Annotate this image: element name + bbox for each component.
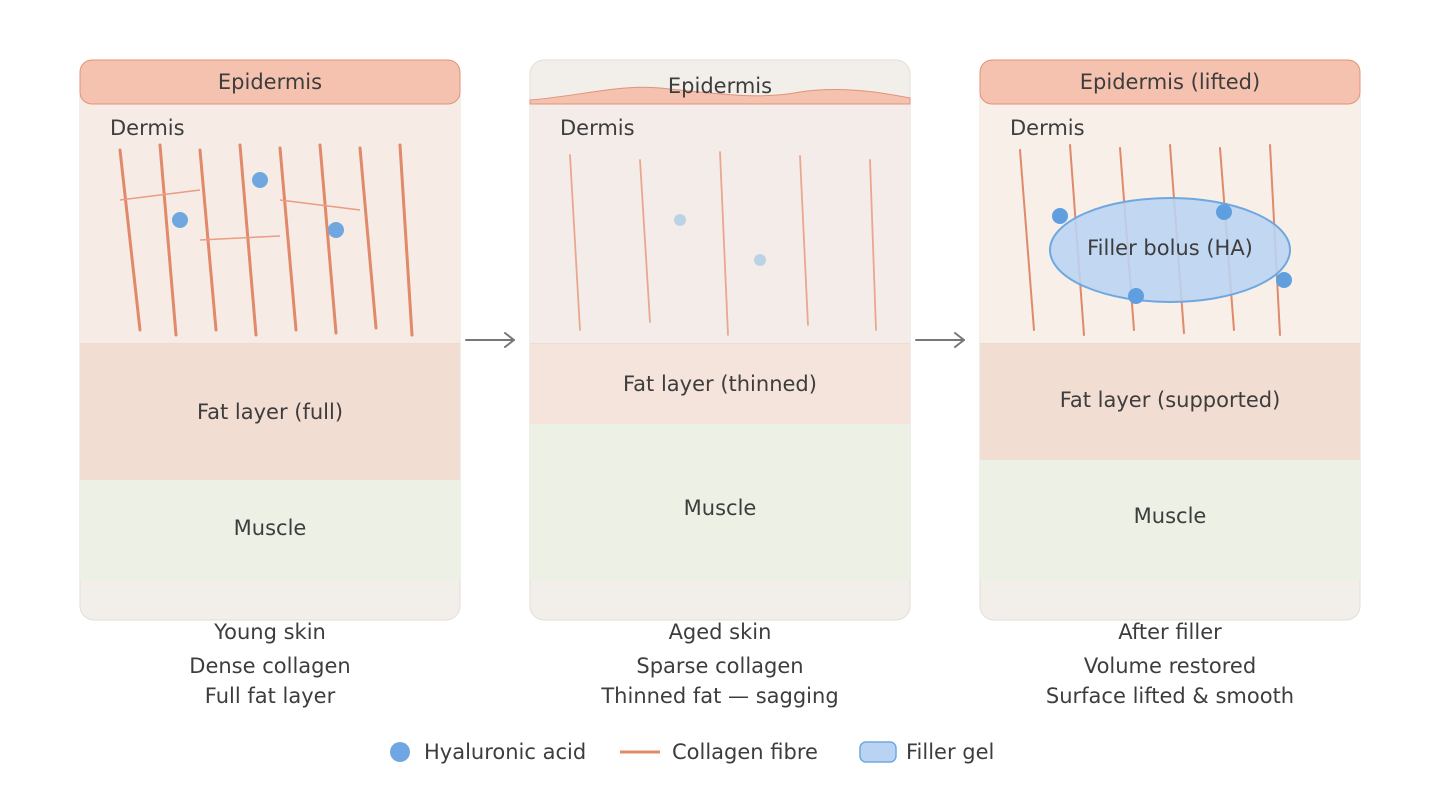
hyaluronic-acid-dot: [328, 222, 344, 238]
fat-layer: [530, 344, 910, 424]
filler-bolus: [1049, 197, 1291, 303]
filler-gel-swatch: [859, 741, 897, 763]
fat-label: Fat layer (supported): [1060, 388, 1281, 412]
legend: Hyaluronic acid Collagen fibre Filler ge…: [390, 740, 994, 764]
legend-collagen-fibre: Collagen fibre: [672, 740, 818, 764]
panel-after-filler: Epidermis (lifted) Dermis Filler bolus (…: [979, 59, 1361, 708]
muscle-label: Muscle: [684, 496, 757, 520]
caption-title: Aged skin: [669, 620, 772, 644]
fat-label: Fat layer (full): [197, 400, 343, 424]
dermis-layer: [80, 100, 460, 344]
muscle-layer: [530, 424, 910, 580]
hyaluronic-acid-swatch: [390, 742, 410, 762]
legend-filler-gel: Filler gel: [906, 740, 994, 764]
collagen-fibre: [278, 146, 298, 332]
caption-title: After filler: [1118, 620, 1222, 644]
epidermis-layer: [79, 59, 461, 105]
collagen-fibre: [1019, 149, 1035, 331]
hyaluronic-acid-dot: [674, 214, 686, 226]
muscle-label: Muscle: [234, 516, 307, 540]
hyaluronic-acid-dot: [754, 254, 766, 266]
collagen-fibre: [719, 151, 729, 336]
hyaluronic-acid-dot: [1216, 204, 1232, 220]
collagen-crosslink: [119, 189, 201, 201]
collagen-fibre: [118, 148, 142, 332]
muscle-label: Muscle: [1134, 504, 1207, 528]
dermis-layer: [530, 103, 910, 344]
hyaluronic-acid-dot: [1052, 208, 1068, 224]
filler-label: Filler bolus (HA): [1087, 236, 1253, 260]
collagen-crosslinks: [119, 189, 361, 241]
epidermis-label: Epidermis: [668, 74, 772, 98]
hyaluronic-acid-dot: [1276, 272, 1292, 288]
epidermis-label: Epidermis (lifted): [1080, 70, 1260, 94]
arrow-right-icon: [465, 332, 515, 348]
collagen-fibre: [869, 159, 877, 331]
muscle-layer: [80, 480, 460, 580]
collagen-fibre: [358, 146, 378, 330]
collagen-crosslink: [199, 235, 281, 241]
fat-layer: [980, 344, 1360, 460]
collagen-crosslink: [279, 199, 361, 211]
panel-young-skin: Epidermis Dermis Fat layer (full) Muscle…: [79, 59, 461, 708]
hyaluronic-acid-dot: [252, 172, 268, 188]
caption-line-1: Sparse collagen: [636, 654, 803, 678]
caption-line-2: Full fat layer: [205, 684, 336, 708]
epidermis-layer: [979, 59, 1361, 105]
caption-line-2: Surface lifted & smooth: [1046, 684, 1294, 708]
caption-line-2: Thinned fat — sagging: [600, 684, 838, 708]
panel-aged-skin: Epidermis Dermis Fat layer (thinned) Mus…: [529, 59, 911, 708]
collagen-fibres-dense: [118, 143, 414, 337]
collagen-fibre: [639, 159, 651, 323]
epidermis-label: Epidermis: [218, 70, 322, 94]
caption-line-1: Volume restored: [1084, 654, 1256, 678]
caption-title: Young skin: [213, 620, 326, 644]
hyaluronic-acid-dots: [1052, 204, 1292, 304]
legend-hyaluronic-acid: Hyaluronic acid: [424, 740, 586, 764]
dermis-label: Dermis: [1010, 116, 1085, 140]
muscle-layer: [980, 460, 1360, 580]
fat-layer: [80, 344, 460, 480]
caption-line-1: Dense collagen: [189, 654, 350, 678]
collagen-fibre: [158, 143, 178, 337]
hyaluronic-acid-dot: [1128, 288, 1144, 304]
collagen-fibre: [398, 143, 414, 337]
hyaluronic-acid-dot: [172, 212, 188, 228]
dermis-label: Dermis: [110, 116, 185, 140]
arrow-right-icon: [915, 332, 965, 348]
epidermis-layer-wrinkled: [529, 86, 911, 105]
collagen-fibre: [569, 154, 581, 331]
hyaluronic-acid-dots: [172, 172, 344, 238]
dermis-label: Dermis: [560, 116, 635, 140]
collagen-fibre: [318, 143, 338, 335]
hyaluronic-acid-dots-faded: [674, 214, 766, 266]
collagen-fibre: [799, 155, 809, 326]
collagen-fibre: [238, 143, 258, 337]
fat-label: Fat layer (thinned): [623, 372, 817, 396]
collagen-fibres-sparse: [569, 151, 877, 336]
